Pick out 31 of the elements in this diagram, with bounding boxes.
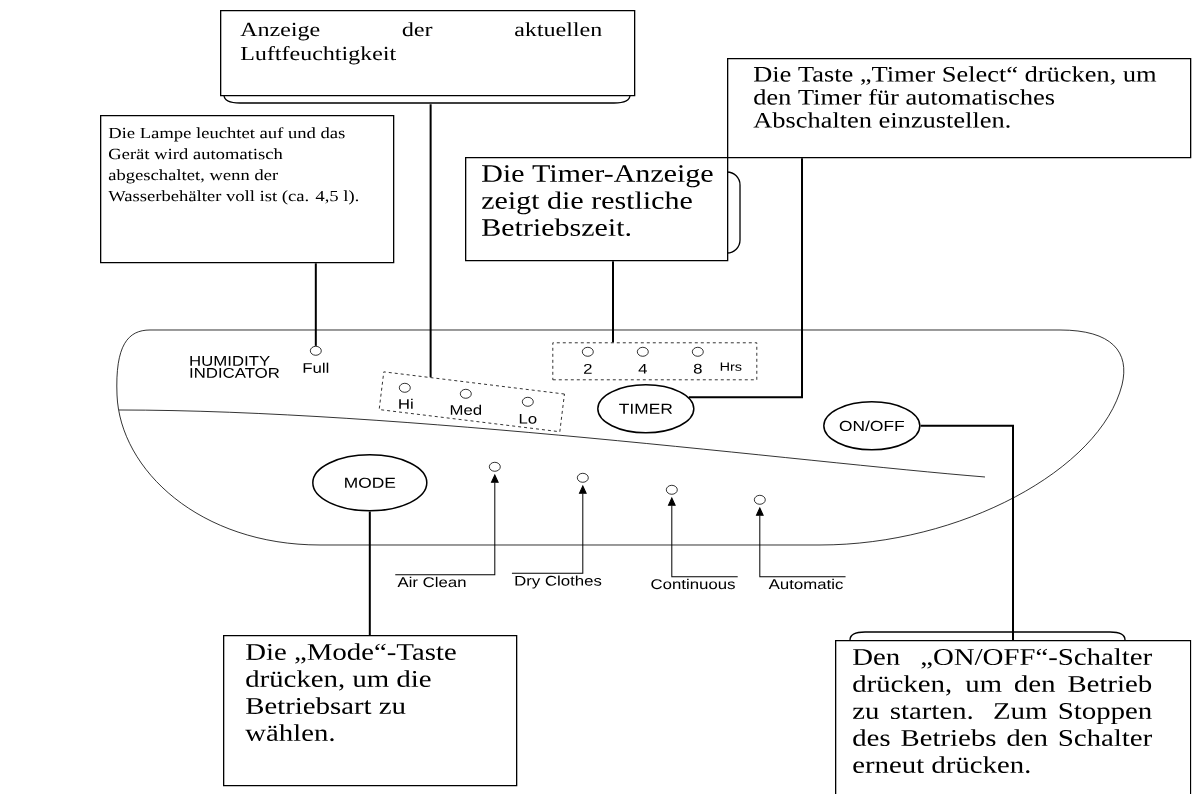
leader-line — [919, 424, 1014, 641]
lamp-label: Full — [303, 362, 329, 373]
pointer-arrow — [667, 497, 739, 578]
leader-line — [368, 510, 371, 636]
callout-box: Anzeige der aktuellen Luftfeuchtigkeit — [220, 10, 636, 104]
pointer-arrow — [511, 485, 587, 574]
pointer-arrow — [755, 507, 847, 578]
mode-label: Dry Clothes — [515, 575, 602, 589]
indicator-lamp — [665, 484, 678, 495]
leader-line — [687, 157, 803, 399]
indicator-lamp — [576, 472, 589, 483]
mode-label: Automatic — [768, 578, 843, 590]
callout-box: Die Timer-Anzeige zeigt die restliche Betriebszeit. — [465, 157, 741, 262]
indicator-group: 2 4 8 Hrs — [552, 342, 758, 381]
pointer-arrow — [394, 474, 499, 576]
leader-line — [429, 103, 432, 379]
leader-line — [314, 262, 317, 347]
indicator-lamp — [488, 461, 501, 472]
indicator-lamp — [753, 494, 766, 505]
callout-box: Die „Mode“-Taste drücken, um die Betriebsart zu wählen. — [223, 635, 518, 787]
callout-box: Die Taste „Timer Select“ drücken, um den Timer für automatisches Abschalten einzustellen. — [727, 58, 1192, 159]
leader-line — [612, 260, 614, 344]
callout-box: Die Lampe leuchtet auf und das Gerät wird automatisch abgeschaltet, wenn der Wasserbehälter voll ist (ca. 4,5 l). — [100, 115, 395, 264]
mode-label: Continuous — [651, 578, 735, 590]
push-button: ON/OFF — [823, 401, 921, 451]
mode-label: Air Clean — [397, 576, 466, 588]
indicator-group: Hi Med Lo — [378, 371, 565, 433]
indicator-lamp — [309, 345, 322, 356]
callout-box: Den „ON/OFF“-Schalter drücken, um den Betrieb zu starten. Zum Stoppen des Betriebs den Schalter erneut drücken. — [835, 631, 1192, 794]
push-button: TIMER — [597, 384, 695, 434]
push-button: MODE — [312, 454, 428, 512]
